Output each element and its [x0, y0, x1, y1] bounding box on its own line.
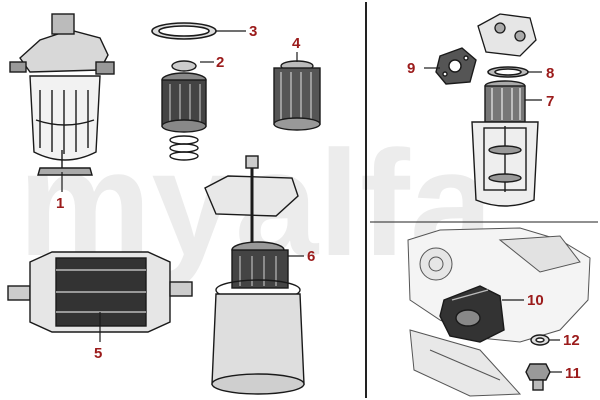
callout-5[interactable]: 5	[94, 345, 102, 362]
part-3-gasket-icon[interactable]	[151, 22, 217, 40]
callout-4[interactable]: 4	[292, 35, 301, 52]
callout-2[interactable]: 2	[216, 54, 224, 71]
filter-housing-top-icon	[477, 13, 537, 57]
part-12-washer-icon[interactable]	[530, 334, 550, 346]
part-4-filter-element-icon[interactable]	[273, 60, 321, 131]
callout-3[interactable]: 3	[249, 23, 257, 40]
part-9-mounting-gasket-icon[interactable]	[435, 47, 477, 85]
part-7-oil-filter-element-icon[interactable]	[471, 80, 539, 207]
callout-6[interactable]: 6	[307, 248, 315, 265]
part-5-inline-filter-icon[interactable]	[7, 251, 193, 333]
part-6-canister-filter-icon[interactable]	[204, 155, 305, 395]
callout-8[interactable]: 8	[546, 65, 554, 82]
part-10-spin-on-filter-icon[interactable]	[439, 285, 505, 343]
callout-11[interactable]: 11	[565, 365, 581, 382]
part-1-sediment-filter-icon[interactable]	[9, 13, 115, 176]
callout-1[interactable]: 1	[56, 195, 64, 212]
part-8-o-ring-icon[interactable]	[487, 66, 529, 78]
part-2-cartridge-icon[interactable]	[161, 60, 207, 161]
callout-7[interactable]: 7	[546, 93, 554, 110]
part-11-drain-plug-icon[interactable]	[525, 363, 551, 391]
callout-10[interactable]: 10	[527, 292, 544, 309]
leader-lines	[61, 30, 562, 373]
callout-12[interactable]: 12	[563, 332, 580, 349]
callout-9[interactable]: 9	[407, 60, 415, 77]
callout-labels: 1 2 3 4 5 6 7 8 9 10 11 12	[56, 23, 581, 382]
